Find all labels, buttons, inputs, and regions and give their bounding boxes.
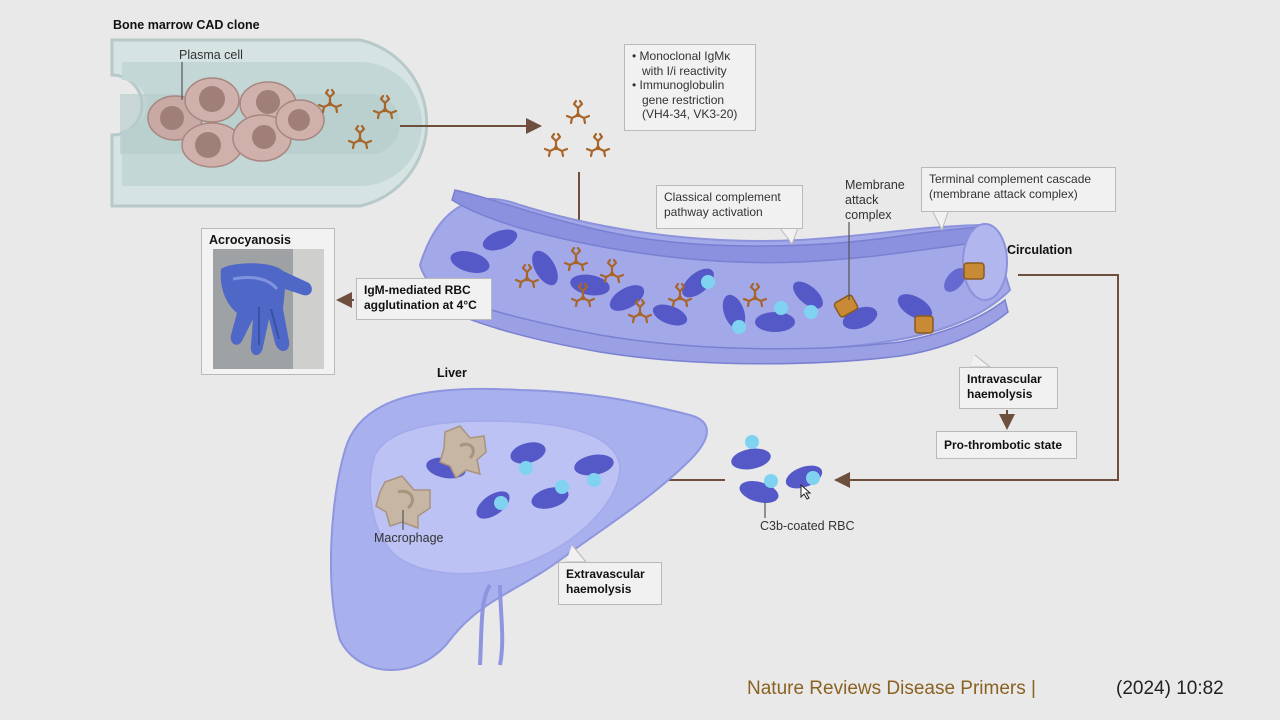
extravascular-line-1: Extravascular <box>566 567 645 581</box>
classical-line-1: Classical complement <box>664 190 781 204</box>
terminal-line-1: Terminal complement cascade <box>929 172 1092 186</box>
membrane-attack-label-3: complex <box>845 208 892 222</box>
classical-line-2: pathway activation <box>664 204 763 219</box>
prothrombotic-box: Pro-thrombotic state <box>936 431 1077 459</box>
igm-agglutination-box: IgM-mediated RBC agglutination at 4°C <box>356 278 492 320</box>
intravascular-box: Intravascular haemolysis <box>959 367 1058 409</box>
extravascular-line-2: haemolysis <box>566 581 632 596</box>
prothrombotic-text: Pro-thrombotic state <box>944 438 1063 452</box>
circulation-label: Circulation <box>1007 243 1073 257</box>
plasma-cell-label: Plasma cell <box>179 48 243 62</box>
c3b-coated-rbcs <box>731 435 823 503</box>
agglutination-line-1: IgM-mediated RBC <box>364 283 471 297</box>
acrocyanosis-label: Acrocyanosis <box>209 233 291 247</box>
journal-name: Nature Reviews Disease Primers | <box>747 678 1036 699</box>
monoclonal-igm-box: • Monoclonal IgMκ with I/i reactivity • … <box>624 44 756 131</box>
membrane-attack-complexes <box>833 262 985 334</box>
complement-c3b <box>701 275 818 334</box>
bone-marrow-label: Bone marrow CAD clone <box>113 18 260 32</box>
monoclonal-line-4: gene restriction <box>642 92 725 107</box>
extravascular-box: Extravascular haemolysis <box>558 562 662 605</box>
acrocyanosis-photo <box>213 249 324 369</box>
c3b-rbc-label: C3b-coated RBC <box>760 519 855 533</box>
monoclonal-line-5: (VH4-34, VK3-20) <box>642 107 738 121</box>
intravascular-line-1: Intravascular <box>967 372 1042 386</box>
acrocyanosis-panel: Acrocyanosis <box>201 228 335 375</box>
agglutination-line-2: agglutination at 4°C <box>364 297 477 312</box>
monoclonal-line-2: with I/i reactivity <box>642 63 727 78</box>
circulation-arrow <box>834 274 1119 488</box>
citation-text: (2024) 10:82 <box>1116 678 1224 699</box>
membrane-attack-label-1: Membrane <box>845 178 905 192</box>
liver-organ <box>329 387 708 671</box>
macrophage-label: Macrophage <box>374 531 444 545</box>
monoclonal-line-3: • Immunoglobulin <box>632 78 725 92</box>
membrane-attack-label-2: attack <box>845 193 879 207</box>
monoclonal-line-1: • Monoclonal IgMκ <box>632 49 731 63</box>
intravascular-line-2: haemolysis <box>967 386 1033 401</box>
terminal-line-2: (membrane attack complex) <box>929 186 1078 201</box>
liver-label: Liver <box>437 366 467 380</box>
terminal-complement-box: Terminal complement cascade (membrane at… <box>921 167 1116 212</box>
macrophages <box>375 425 487 530</box>
plasma-cells <box>147 77 325 168</box>
classical-pathway-box: Classical complement pathway activation <box>656 185 803 229</box>
mouse-cursor-icon <box>800 484 812 500</box>
